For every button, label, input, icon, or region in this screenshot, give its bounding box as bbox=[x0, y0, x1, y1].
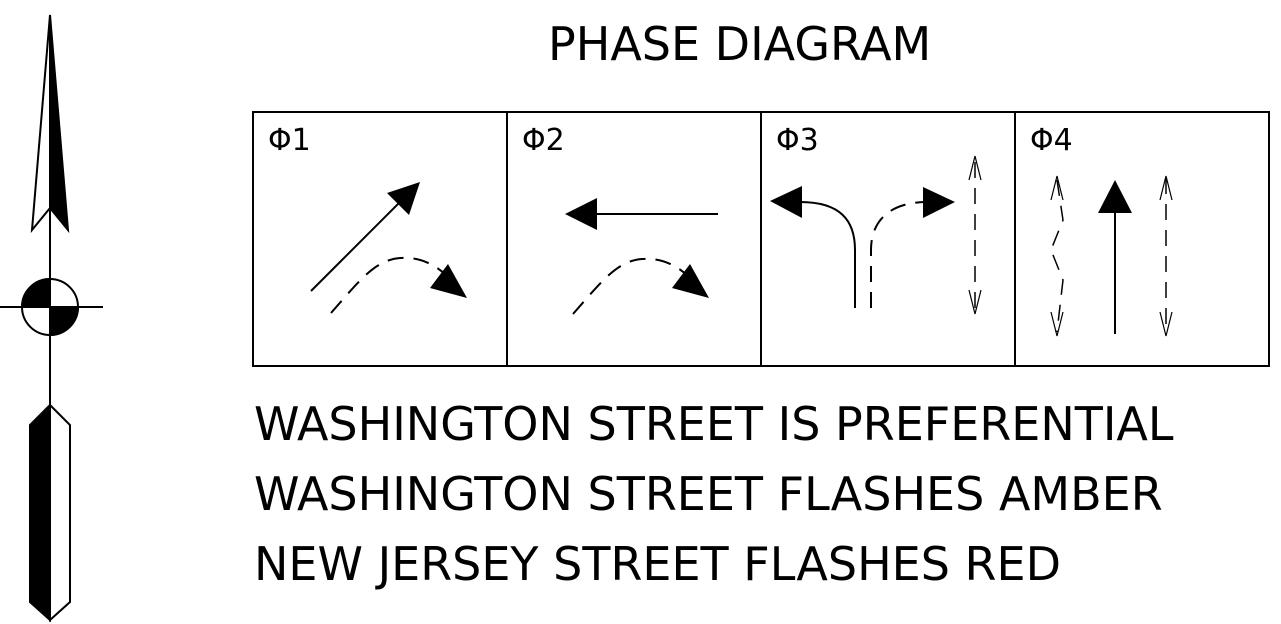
north-arrow-icon bbox=[0, 14, 103, 623]
pedestrian-crossing-left-arrow bbox=[1050, 179, 1064, 333]
phase-table bbox=[252, 111, 1270, 367]
note-preferential: WASHINGTON STREET IS PREFERENTIAL bbox=[254, 397, 1174, 451]
note-flashes-amber: WASHINGTON STREET FLASHES AMBER bbox=[254, 467, 1163, 521]
left-turn-arrow bbox=[799, 201, 856, 308]
phase-4-movements bbox=[1050, 175, 1173, 337]
phase-label-4: Φ4 bbox=[1030, 123, 1073, 158]
note-flashes-red: NEW JERSEY STREET FLASHES RED bbox=[254, 537, 1061, 591]
phase-label-1: Φ1 bbox=[268, 123, 311, 158]
phase-label-3: Φ3 bbox=[776, 123, 819, 158]
right-turn-dashed-arrow bbox=[870, 201, 926, 308]
phase-2-movements bbox=[565, 198, 718, 315]
diagram-title: PHASE DIAGRAM bbox=[548, 17, 932, 71]
phase-3-movements bbox=[770, 155, 982, 315]
northeast-through-arrow bbox=[310, 189, 413, 292]
phase-label-2: Φ2 bbox=[522, 123, 565, 158]
phase-1-movements bbox=[310, 182, 467, 314]
